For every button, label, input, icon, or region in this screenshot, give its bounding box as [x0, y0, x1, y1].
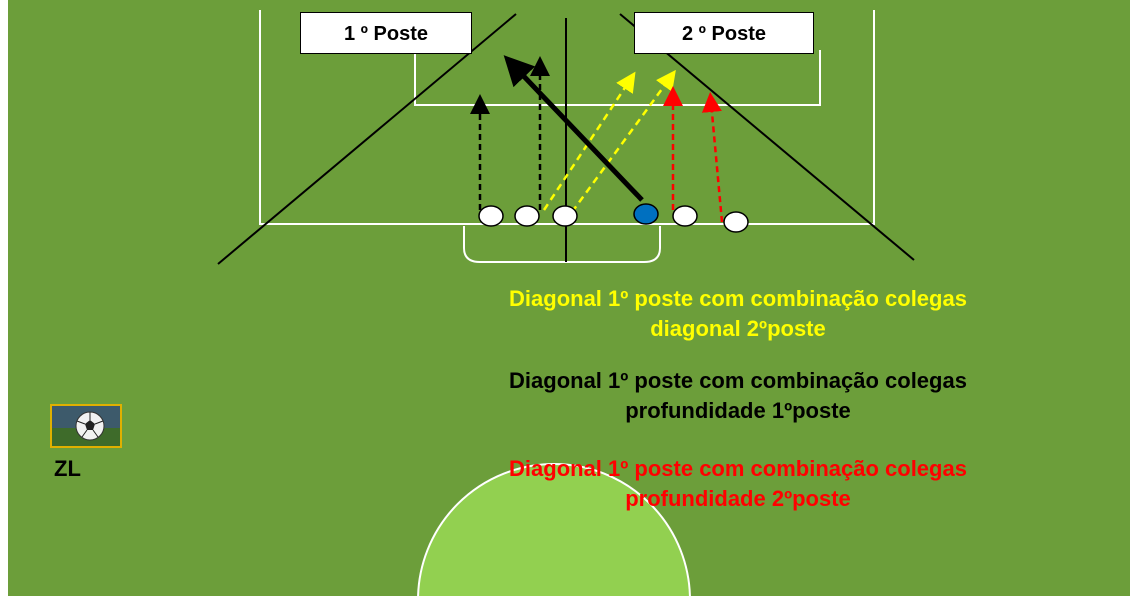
pitch-diagram [217, 10, 915, 596]
player-2 [514, 205, 540, 227]
penalty-arc [463, 226, 661, 263]
run-yellow-2 [570, 69, 676, 213]
player-1 [478, 205, 504, 227]
caption-black: Diagonal 1º poste com combinação colegas… [348, 366, 1128, 426]
center-circle [417, 463, 691, 596]
caption-red-line2: profundidade 2ºposte [625, 486, 851, 511]
football-pitch: 1 º Poste 2 º Poste Diagonal 1º poste co… [8, 0, 1130, 596]
diagonal-line-left [217, 13, 517, 265]
caption-yellow-line1: Diagonal 1º poste com combinação colegas [509, 286, 967, 311]
run-diagonal-main [503, 55, 644, 202]
goal-area [414, 50, 821, 106]
soccer-ball-icon [52, 406, 120, 446]
caption-red: Diagonal 1º poste com combinação colegas… [348, 454, 1128, 514]
post1-label: 1 º Poste [300, 12, 472, 54]
diagonal-line-right [619, 13, 915, 261]
post2-label: 2 º Poste [634, 12, 814, 54]
caption-black-line1: Diagonal 1º poste com combinação colegas [509, 368, 967, 393]
caption-red-line1: Diagonal 1º poste com combinação colegas [509, 456, 967, 481]
run-red-2 [701, 92, 724, 223]
player-4 [672, 205, 698, 227]
caption-yellow: Diagonal 1º poste com combinação colegas… [348, 284, 1128, 344]
caption-yellow-line2: diagonal 2ºposte [650, 316, 826, 341]
logo-text: ZL [54, 456, 81, 481]
soccer-ball-logo [50, 404, 122, 448]
player-blue [633, 203, 659, 225]
player-5 [723, 211, 749, 233]
player-3 [552, 205, 578, 227]
caption-black-line2: profundidade 1ºposte [625, 398, 851, 423]
